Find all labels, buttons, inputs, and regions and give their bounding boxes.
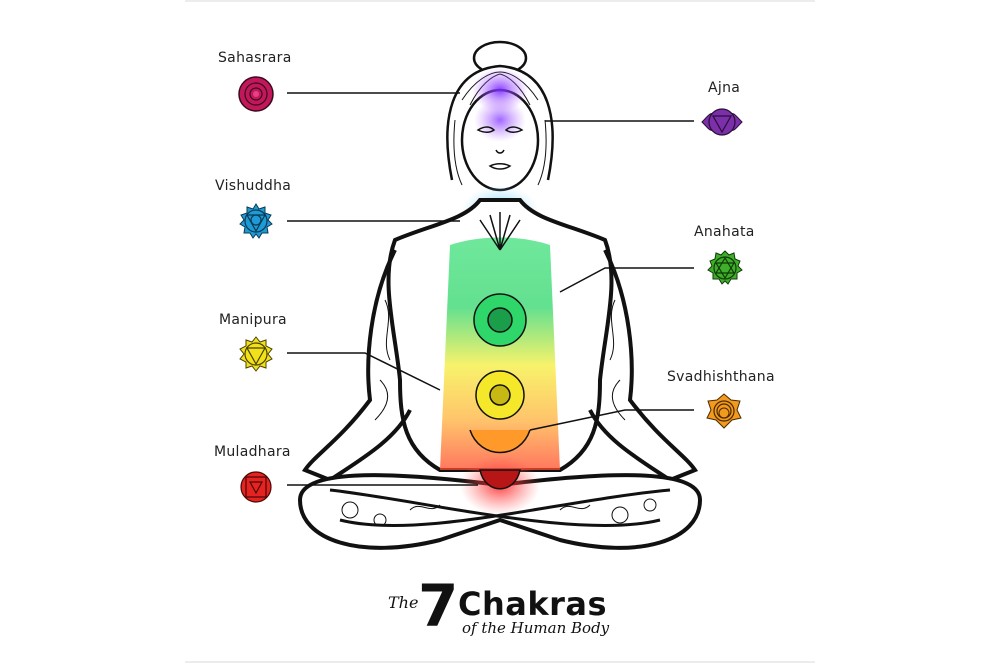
svadhishthana-icon — [706, 393, 742, 429]
muladhara-icon — [240, 471, 272, 503]
title-subtitle: of the Human Body — [462, 619, 610, 637]
page-title: The 7 Chakras of the Human Body — [388, 577, 638, 645]
label-sahasrara: Sahasrara — [218, 50, 292, 66]
manipura-icon — [239, 336, 273, 372]
sahasrara-lotus-icon — [238, 76, 274, 112]
vishuddha-icon — [239, 203, 273, 239]
bottom-divider — [185, 661, 815, 663]
connector-lines — [287, 92, 694, 486]
label-ajna: Ajna — [708, 80, 741, 96]
title-number: 7 — [418, 572, 459, 640]
top-divider — [185, 0, 815, 2]
anahata-icon — [707, 250, 743, 285]
label-anahata: Anahata — [694, 224, 755, 240]
label-manipura: Manipura — [219, 312, 287, 328]
label-svadhishthana: Svadhishthana — [667, 369, 775, 385]
ajna-icon — [701, 108, 743, 136]
title-main: Chakras — [458, 585, 608, 623]
label-muladhara: Muladhara — [214, 444, 291, 460]
title-prefix: The — [388, 593, 419, 612]
label-vishuddha: Vishuddha — [215, 178, 292, 194]
